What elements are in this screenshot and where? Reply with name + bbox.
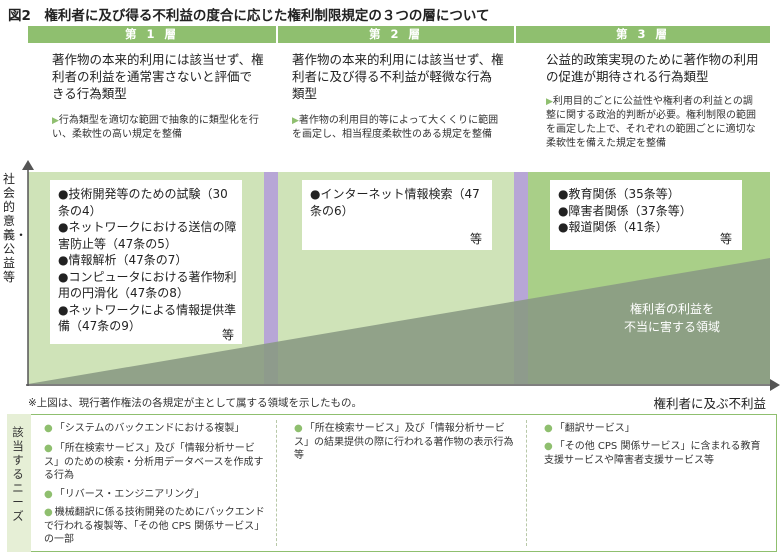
layer-2-desc: ▶著作物の利用目的等によって大くくりに範囲を画定し、相当程度柔軟性のある規定を整… — [292, 114, 504, 142]
layer-1-desc: ▶行為類型を適切な範囲で抽象的に類型化を行い、柔軟性の高い規定を整備 — [52, 114, 264, 142]
layer-2-items: ●インターネット情報検索（47条の6） — [310, 186, 488, 219]
layer-1-etc: 等 — [222, 328, 235, 342]
bullet-icon: ● — [44, 507, 53, 518]
needs-label-bg — [7, 414, 31, 552]
list-item: ●技術開発等のための試験（30条の4） — [58, 187, 228, 218]
layer-3-item-box — [550, 180, 742, 250]
layer-2-header: 第 2 層 — [278, 26, 514, 43]
layer-1-item-box — [50, 180, 242, 344]
triangle-bullet-icon: ▶ — [546, 97, 553, 107]
list-item: ●教育関係（35条等） — [558, 187, 680, 201]
triangle-bullet-icon: ▶ — [292, 116, 299, 126]
triangle-bullet-icon: ▶ — [52, 116, 59, 126]
layer-3-title: 公益的政策実現のために著作物の利用の促進が期待される行為類型 — [546, 52, 759, 84]
bullet-icon: ● — [544, 423, 553, 434]
list-item: ●コンピュータにおける著作物利用の円滑化（47条の8） — [58, 269, 237, 301]
footnote: ※上図は、現行著作権法の各規定が主として属する領域を示したもの。 — [28, 397, 362, 409]
bullet-icon: ● — [44, 489, 53, 500]
layer-1-gap-band — [264, 172, 278, 384]
list-item: ●ネットワークによる情報提供準備（47条の9） — [58, 302, 237, 334]
layer-2-title: 著作物の本来的利用には該当せず、権利者に及び得る不利益が軽微な行為類型 — [292, 52, 504, 101]
x-axis-arrow-icon — [770, 379, 780, 391]
needs-label: 該当するニーズ — [12, 425, 24, 523]
layer-2-etc: 等 — [470, 232, 483, 246]
list-item: ●「リバース・エンジニアリング」 — [44, 489, 205, 500]
needs-column-divider — [276, 420, 277, 546]
y-axis-arrow-icon — [22, 160, 34, 170]
y-axis-label: 社会的意義・公益等 — [3, 172, 28, 284]
figure-title: 図2 権利者に及び得る不利益の度合に応じた権利制限規定の３つの層について — [8, 8, 490, 24]
bullet-icon: ● — [44, 443, 53, 454]
layer-3-etc: 等 — [720, 232, 733, 246]
layer-2-desc-text: 著作物の利用目的等によって大くくりに範囲を画定し、相当程度柔軟性のある規定を整備 — [292, 115, 499, 140]
layer-3-desc: ▶利用目的ごとに公益性や権利者の利益との調整に関する政治的判断が必要。権利制限の… — [546, 95, 760, 151]
list-item: ●「システムのバックエンドにおける複製」 — [44, 423, 245, 434]
bullet-icon: ● — [544, 441, 553, 452]
bullet-icon: ● — [294, 423, 303, 434]
layer-3-desc-text: 利用目的ごとに公益性や権利者の利益との調整に関する政治的判断が必要。権利制限の範… — [546, 96, 756, 149]
bullet-icon: ● — [44, 423, 53, 434]
layer-1-title: 著作物の本来的利用には該当せず、権利者の利益を通常害さないと評価できる行為類型 — [52, 52, 264, 101]
harm-label-line1: 権利者の利益を — [629, 302, 714, 316]
layer-1-header: 第 1 層 — [28, 26, 276, 43]
harm-region — [28, 258, 770, 384]
layer-3-items: ●教育関係（35条等） ●障害者関係（37条等） ●報道関係（41条） — [558, 186, 738, 236]
layer-2-item-box — [302, 180, 492, 250]
list-item: ●機械翻訳に係る技術開発のためにバックエンドで行われる複製等、「その他 CPS … — [44, 507, 265, 545]
list-item: ●「所在検索サービス」及び「情報分析サービス」のための検索・分析用データベースを… — [44, 443, 264, 481]
list-item: ●「翻訳サービス」 — [544, 423, 635, 434]
list-item: ●報道関係（41条） — [558, 220, 668, 234]
layer-1-desc-text: 行為類型を適切な範囲で抽象的に類型化を行い、柔軟性の高い規定を整備 — [52, 115, 259, 140]
list-item: ●障害者関係（37条等） — [558, 203, 692, 218]
list-item: ●「その他 CPS 関係サービス」に含まれる教育支援サービスや障害者支援サービス… — [544, 441, 761, 466]
list-item: ●インターネット情報検索（47条の6） — [310, 187, 480, 218]
x-axis-label: 権利者に及ぶ不利益 — [653, 396, 766, 411]
list-item: ●情報解析（47条の7） — [58, 253, 188, 267]
harm-label-line2: 不当に害する領域 — [623, 320, 720, 334]
harm-region-label: 権利者の利益を 不当に害する領域 — [597, 300, 747, 336]
layer-3-header: 第 3 層 — [516, 26, 770, 43]
layer-1-items: ●技術開発等のための試験（30条の4） ●ネットワークにおける送信の障害防止等（… — [58, 186, 238, 335]
list-item: ●「所在検索サービス」及び「情報分析サービス」の結果提供の際に行われる著作物の表… — [294, 423, 514, 461]
list-item: ●ネットワークにおける送信の障害防止等（47条の5） — [58, 220, 237, 251]
needs-column-divider — [526, 420, 527, 546]
